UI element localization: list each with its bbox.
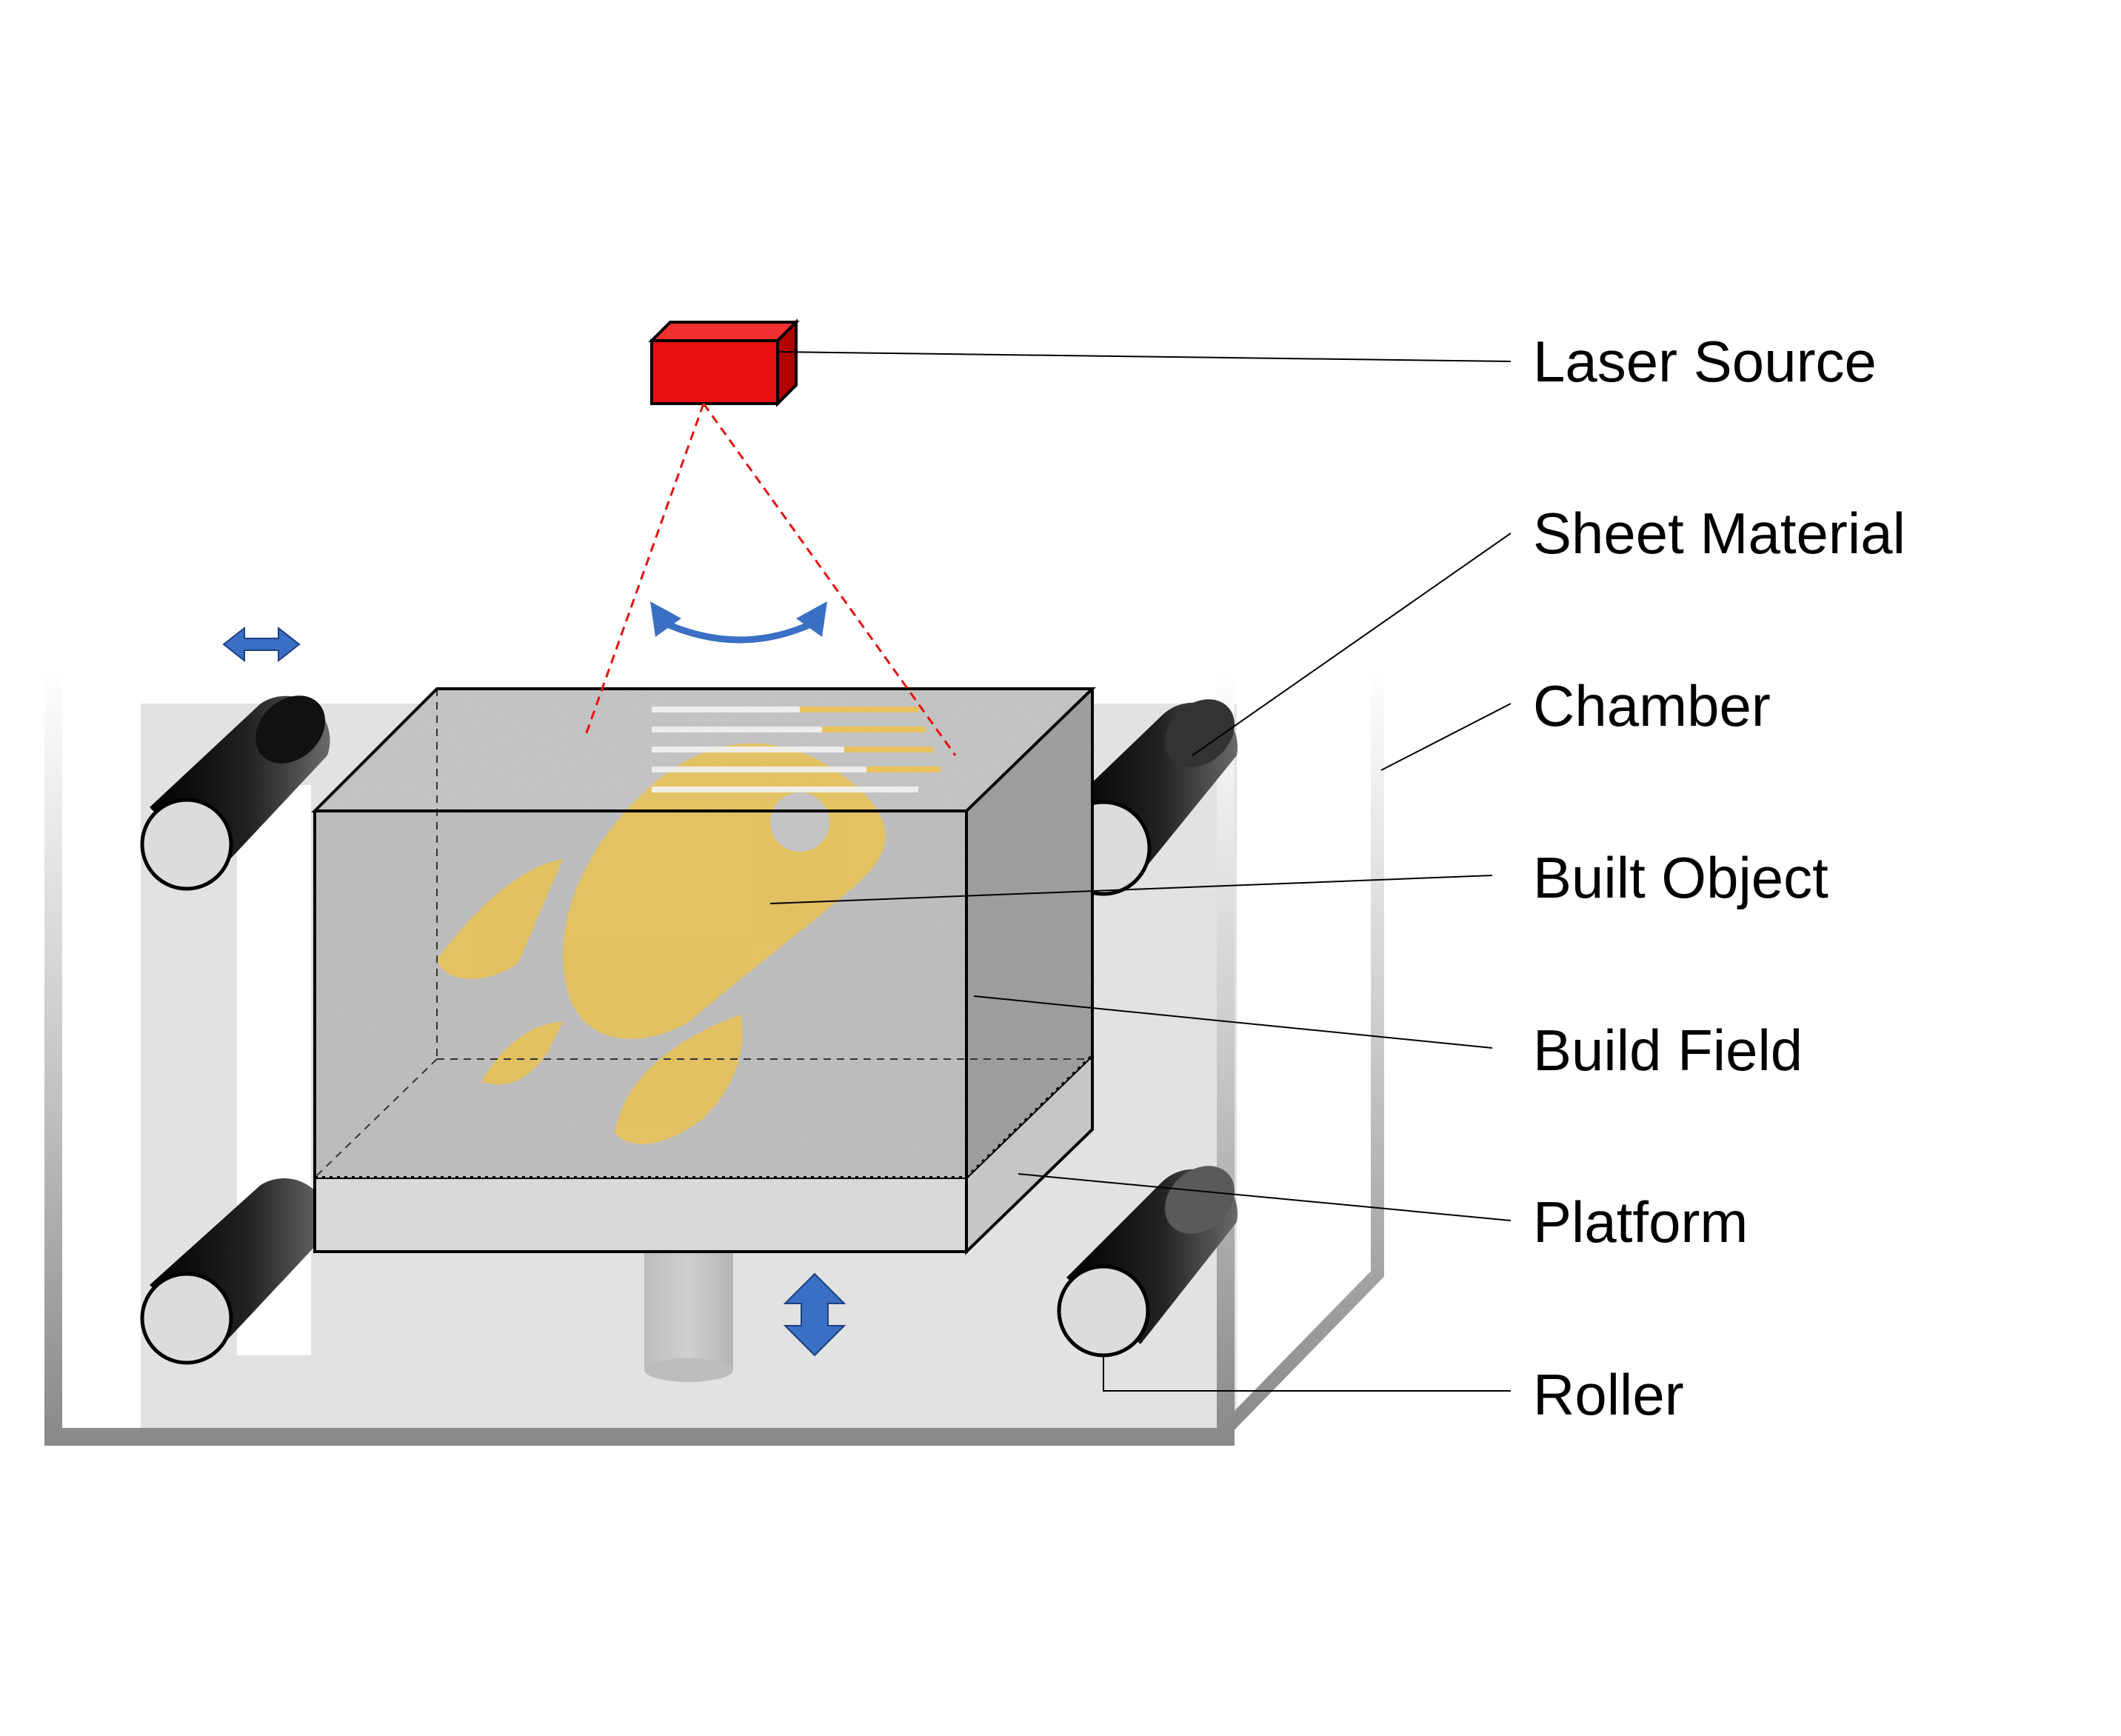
curved-double-arrow-icon [650,601,827,644]
double-arrow-vertical-icon [783,1272,846,1357]
laser-beam [584,403,957,756]
label-roller: Roller [1533,1362,1684,1427]
label-sheet-material: Sheet Material [1533,501,1905,566]
platform-front [313,1176,968,1253]
sheet-boundary [315,1054,1094,1179]
double-arrow-horizontal-icon [222,626,301,663]
leader-lines [769,351,1512,1392]
scan-lines-yellow [800,707,941,772]
roller-bottom-left [140,1178,329,1365]
label-platform: Platform [1533,1189,1748,1255]
roller-top-left [140,695,330,891]
rocket-exhaust [481,1022,563,1085]
label-build-field: Build Field [1533,1018,1803,1083]
label-chamber: Chamber [1533,673,1771,738]
rocket-fin-left [437,859,563,979]
build-box [311,687,1096,1255]
build-field-side [966,689,1092,1178]
label-built-object: Built Object [1533,845,1828,910]
platform-shaft [644,1244,733,1382]
rocket-fin-right [615,1015,743,1144]
box-edges [311,687,1096,1252]
chamber-right-edge [1220,667,1384,1435]
laser-source [648,318,800,407]
built-object [437,743,886,1144]
chamber-front-frame [44,667,1235,1446]
label-laser-source: Laser Source [1533,329,1877,394]
labels: Laser Source Sheet Material Chamber Buil… [1533,329,1905,1427]
hidden-edges [314,689,1092,1178]
